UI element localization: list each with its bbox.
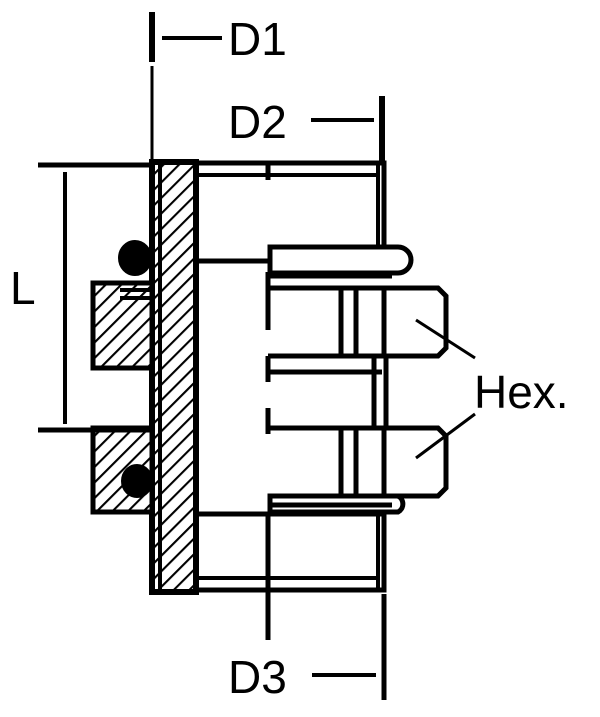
- oring-seal-lower: [121, 464, 153, 498]
- oring-seal-upper: [118, 240, 152, 276]
- hex-leader-lower: [415, 412, 476, 460]
- dimension-label-length: L: [10, 262, 36, 314]
- lower-threaded-spigot: [193, 511, 387, 593]
- part-geometry: [90, 159, 449, 596]
- dimension-d3: D3: [228, 592, 387, 703]
- dimension-d2: D2: [228, 96, 385, 162]
- upper-hex-nut: [265, 285, 449, 359]
- dimension-length: L: [10, 162, 152, 433]
- dimension-label-d2: D2: [228, 96, 287, 148]
- lower-collar: [267, 493, 406, 515]
- callout-label-hex: Hex.: [474, 366, 569, 418]
- upper-locknut-section: [90, 280, 155, 371]
- body-section-wall: [149, 159, 199, 595]
- dimension-d1: D1: [149, 12, 287, 162]
- hex-leader-upper: [415, 318, 476, 360]
- upper-collar: [267, 244, 414, 279]
- callout-hex: Hex.: [415, 318, 569, 460]
- dimension-label-d1: D1: [228, 13, 287, 65]
- dimension-label-d3: D3: [228, 651, 287, 703]
